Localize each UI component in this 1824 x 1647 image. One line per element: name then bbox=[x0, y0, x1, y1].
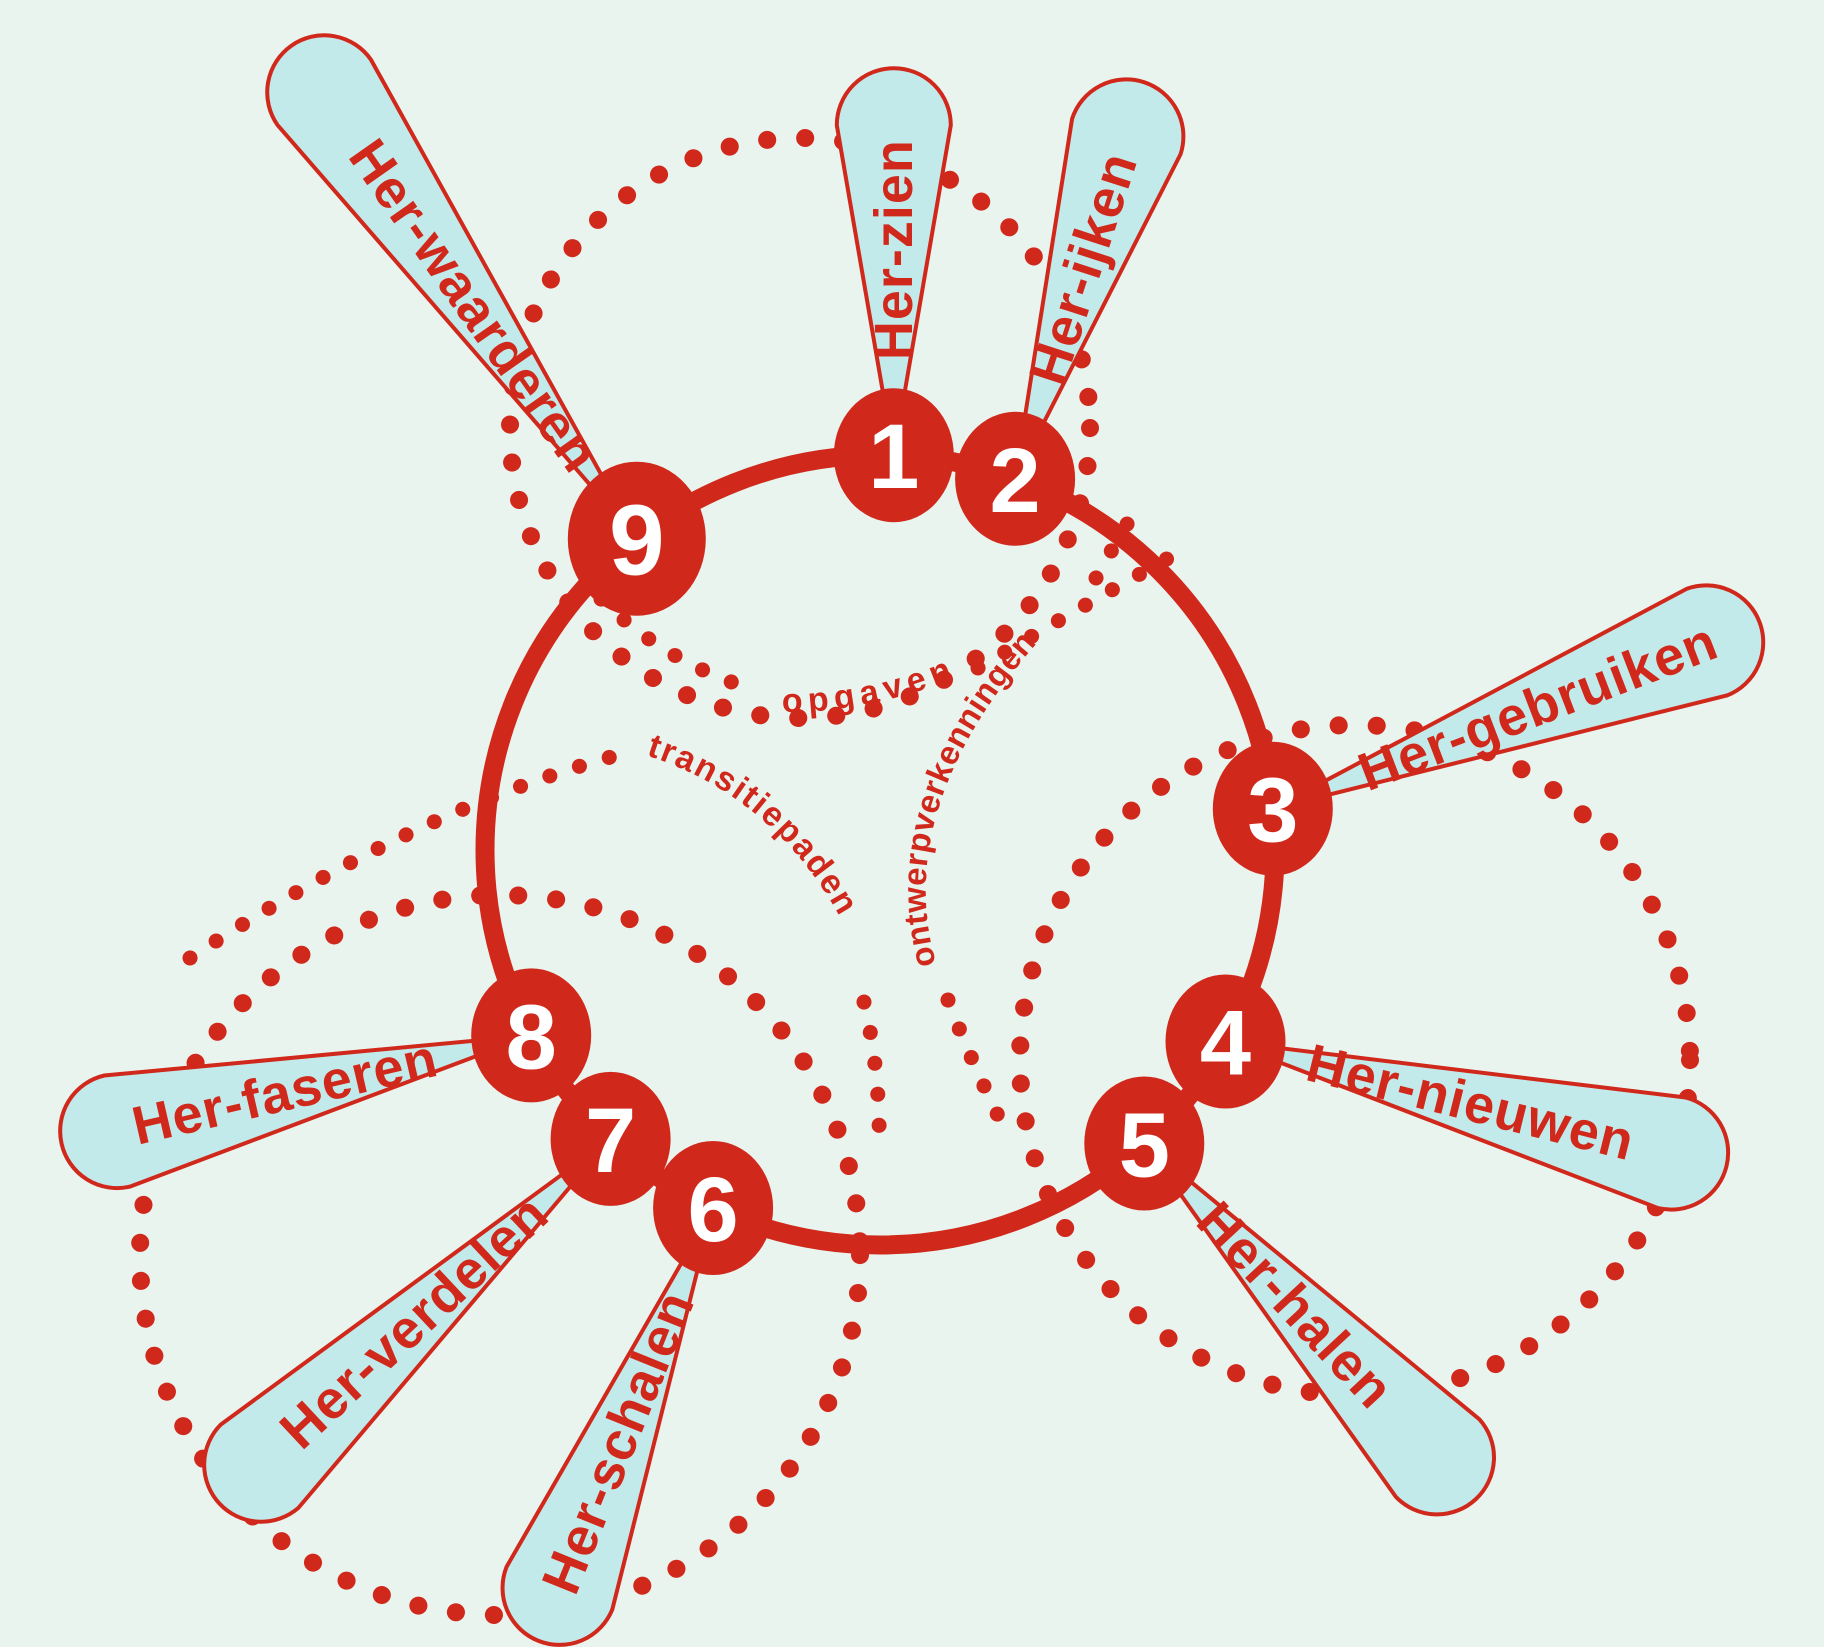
background-dotted-circle-3 bbox=[131, 886, 869, 1624]
node-number-9: 9 bbox=[609, 485, 665, 597]
pill-her-waarderen bbox=[265, 33, 639, 541]
node-number-8: 8 bbox=[506, 986, 557, 1088]
node-circle-2 bbox=[955, 411, 1076, 546]
pill-her-ijken bbox=[1013, 77, 1186, 480]
node-circle-3 bbox=[1212, 741, 1333, 876]
node-circle-9 bbox=[567, 461, 706, 616]
pill-her-zien bbox=[834, 66, 953, 456]
pill-her-schalen bbox=[500, 1207, 716, 1647]
node-number-5: 5 bbox=[1119, 1095, 1170, 1197]
background-dotted-circle-1 bbox=[501, 129, 1099, 727]
pill-her-halen bbox=[1142, 1141, 1496, 1517]
node-number-3: 3 bbox=[1247, 760, 1298, 862]
pill-her-gebruiken bbox=[1271, 583, 1766, 811]
ring-label-dots-opgaven-1 bbox=[593, 591, 760, 697]
pill-her-verdelen bbox=[202, 1137, 613, 1524]
ring-label-dots-ontwerpverkenningen-1 bbox=[940, 992, 1016, 1144]
node-circle-1 bbox=[833, 388, 954, 523]
node-number-4: 4 bbox=[1200, 993, 1251, 1095]
node-number-6: 6 bbox=[688, 1159, 739, 1261]
node-number-1: 1 bbox=[868, 406, 919, 508]
node-number-2: 2 bbox=[990, 430, 1041, 532]
pill-her-faseren bbox=[58, 1033, 532, 1191]
node-circle-7 bbox=[550, 1071, 671, 1206]
node-circle-8 bbox=[471, 968, 592, 1103]
node-circle-5 bbox=[1084, 1076, 1205, 1211]
node-circle-6 bbox=[653, 1141, 774, 1275]
node-number-7: 7 bbox=[585, 1090, 636, 1192]
ring-label-dots-transitiepaden-1 bbox=[182, 743, 641, 966]
node-circle-4 bbox=[1165, 974, 1286, 1109]
pill-her-nieuwen bbox=[1224, 1039, 1731, 1212]
ring-label-dots-opgaven-2 bbox=[970, 548, 1180, 676]
pill-label-her-zien: Her-zien bbox=[864, 139, 924, 360]
